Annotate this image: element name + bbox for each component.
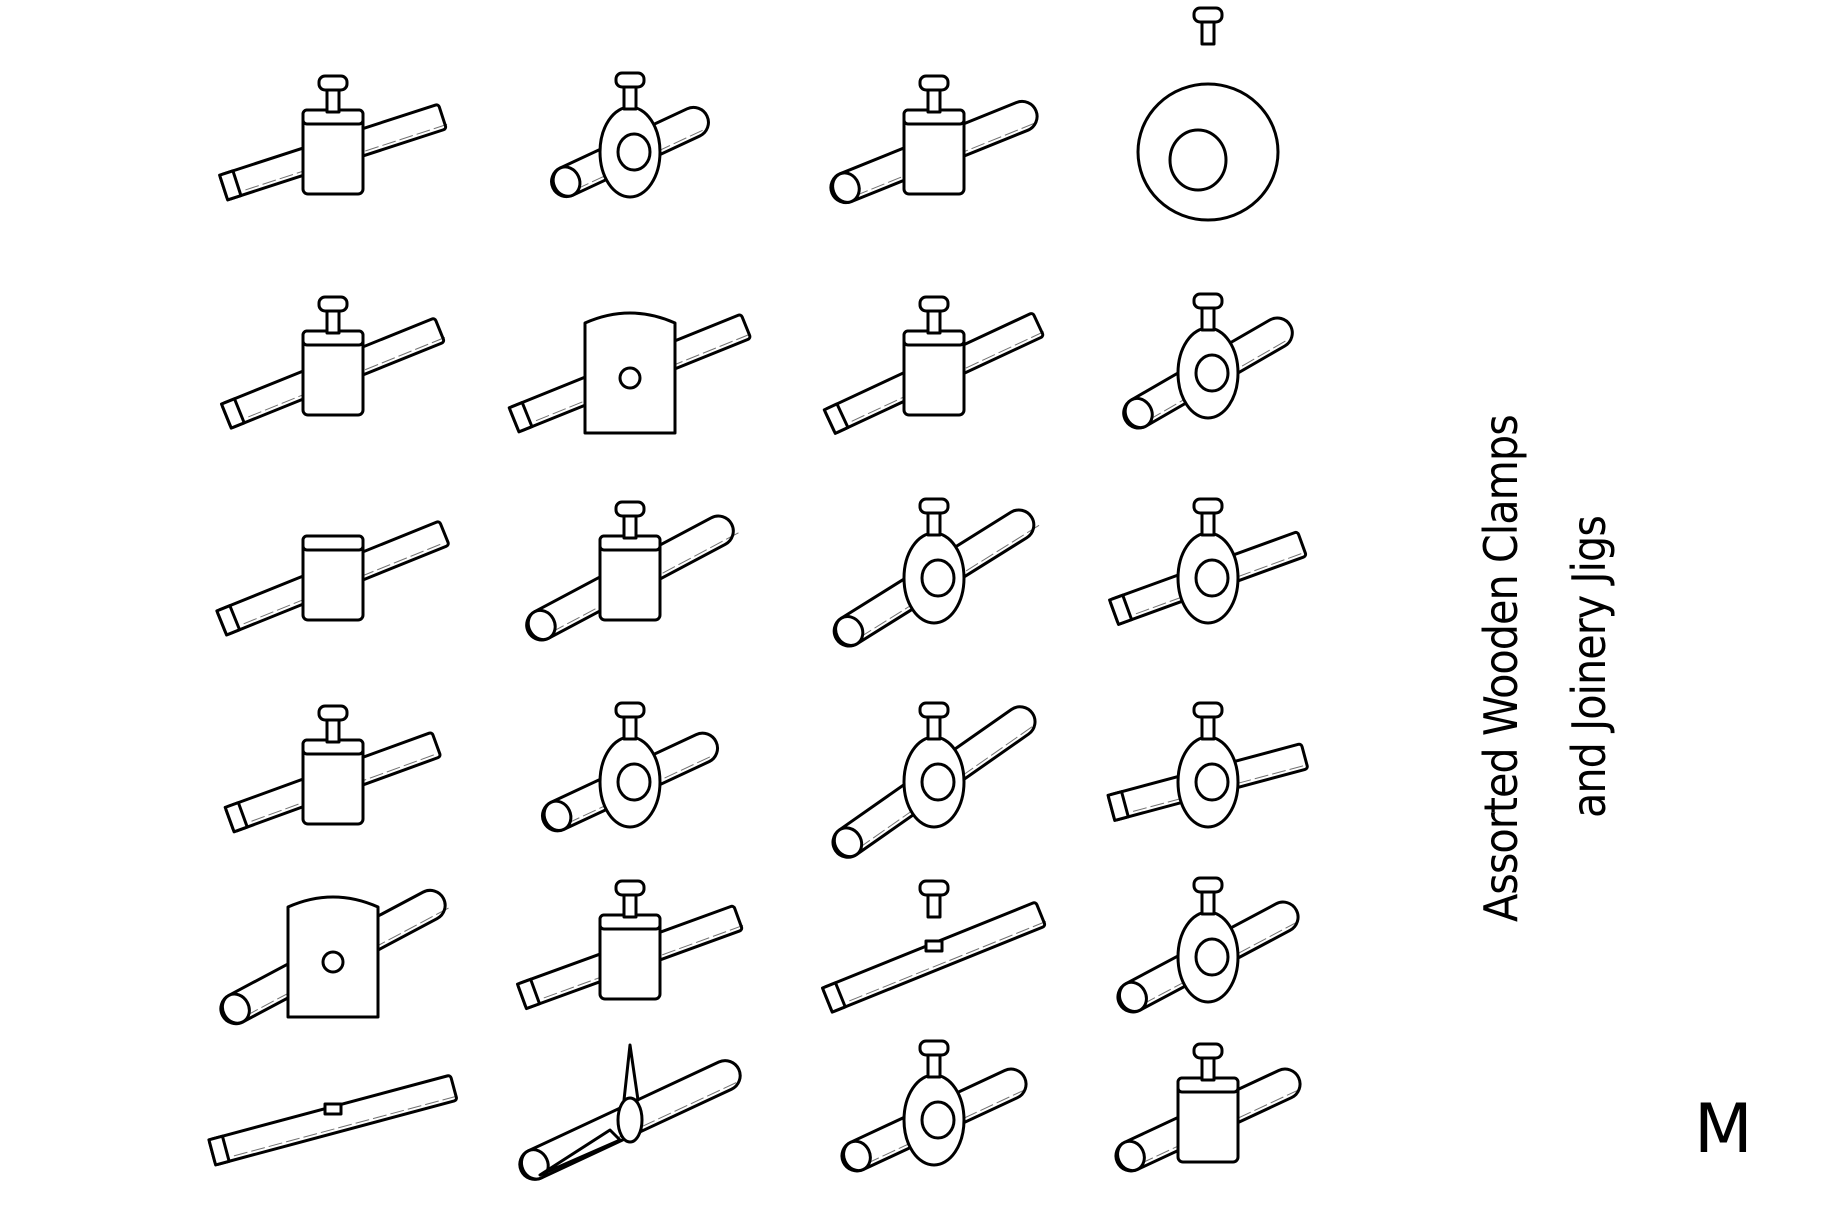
tool-drawing [223, 704, 442, 834]
section-letter: M [1694, 1090, 1753, 1169]
tool-drawing [515, 879, 744, 1011]
tool-drawing [1106, 701, 1309, 829]
tool-drawing [525, 500, 739, 642]
tool-drawing [215, 520, 450, 637]
tool-drawing [220, 295, 446, 430]
tool-drawing [831, 701, 1037, 859]
title-line-1: Assorted Wooden Clamps [1474, 415, 1528, 922]
tool-drawing [822, 295, 1045, 435]
tool-drawing [550, 71, 710, 199]
tool-drawing [1136, 6, 1280, 222]
tool-drawing [518, 1043, 742, 1181]
tool-drawing [829, 74, 1039, 205]
tool-drawing [832, 497, 1040, 648]
tool-drawing [1116, 876, 1300, 1014]
tool-drawing [840, 1039, 1028, 1173]
tool-drawing [1122, 292, 1294, 430]
tool-drawing [207, 1074, 458, 1167]
tool-drawing [1114, 1042, 1302, 1173]
title-line-2: and Joinery Jigs [1562, 516, 1616, 818]
tool-drawing [507, 311, 752, 435]
tool-drawing [219, 888, 449, 1026]
tool-drawing [821, 879, 1047, 1014]
tool-drawing [1108, 497, 1308, 626]
tool-drawing [218, 74, 448, 202]
tool-drawing [540, 701, 720, 833]
